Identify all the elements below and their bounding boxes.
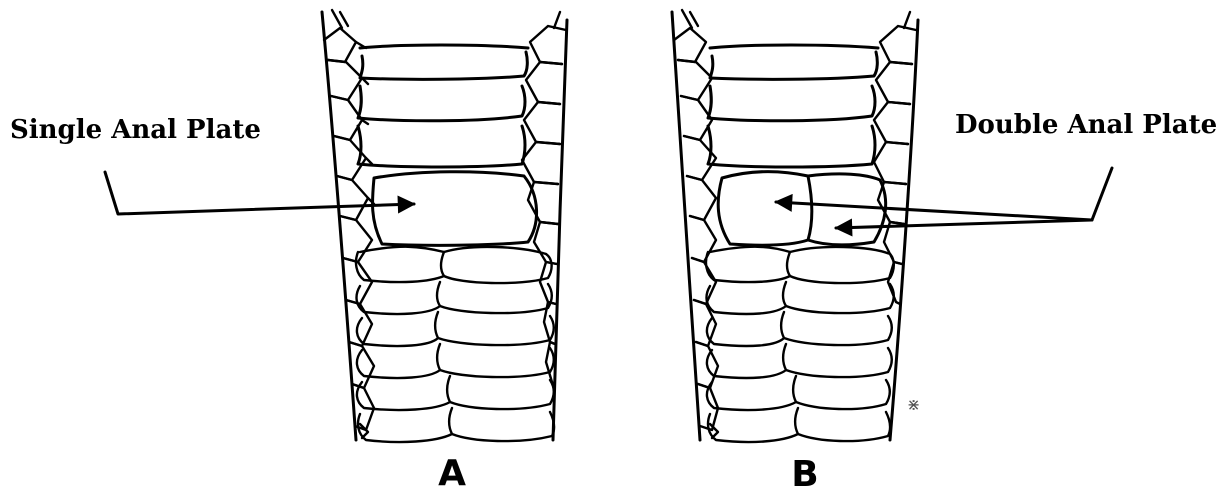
panel-b-snake-underside: B [672, 10, 1112, 490]
single-anal-plate-label: Single Anal Plate [10, 115, 261, 145]
panel-b-label: B [791, 454, 818, 490]
panel-a-snake-underside: A [105, 10, 567, 490]
stray-mark: ⋇ [907, 395, 920, 414]
panel-a-label: A [438, 453, 466, 490]
double-anal-plate-label: Double Anal Plate [955, 110, 1217, 140]
